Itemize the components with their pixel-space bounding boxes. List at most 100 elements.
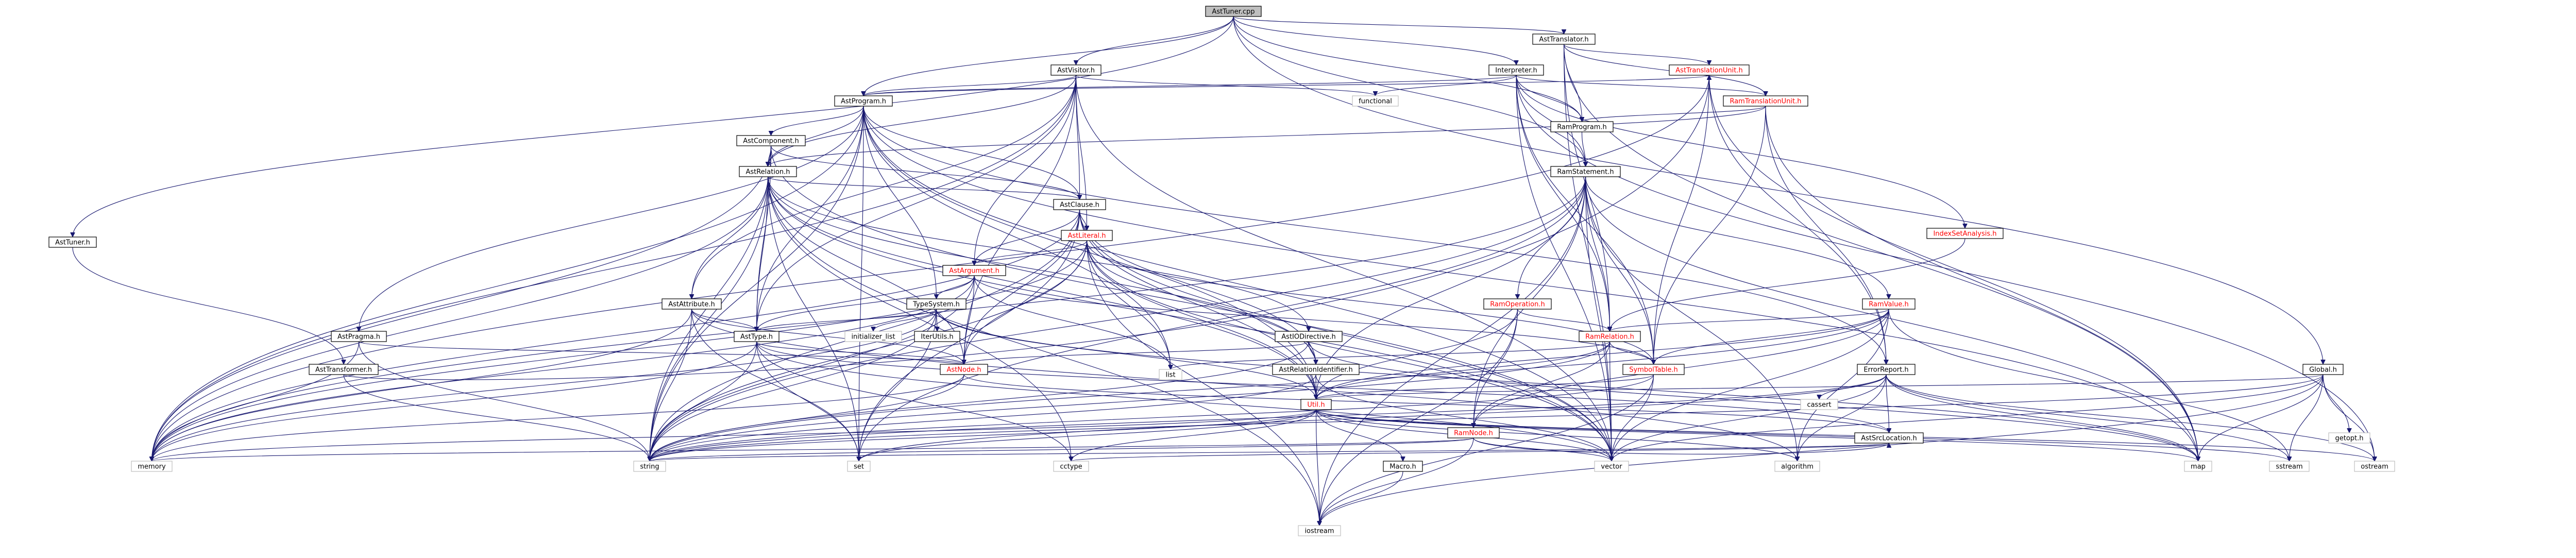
node-box — [1272, 364, 1360, 375]
node-label: AstAttribute.h — [668, 301, 715, 309]
node-AstTransformer_h[interactable]: AstTransformer.h — [309, 364, 379, 375]
edge-AstComponent_h-to-memory — [152, 145, 772, 461]
node-AstRelationIdentifier_h[interactable]: AstRelationIdentifier.h — [1272, 364, 1360, 375]
node-Global_h[interactable]: Global.h — [2302, 364, 2344, 375]
edge-AstClause_h-to-vector — [1079, 209, 1612, 461]
node-AstClause_h[interactable]: AstClause.h — [1053, 199, 1106, 210]
node-IterUtils_h[interactable]: IterUtils.h — [914, 331, 960, 342]
node-ostream: ostream — [2354, 461, 2395, 472]
edge-RamOperation_h-to-RamRelation_h — [1517, 309, 1610, 332]
node-box — [847, 461, 871, 472]
node-cctype: cctype — [1053, 461, 1089, 472]
node-box — [1723, 95, 1808, 107]
node-RamValue_h[interactable]: RamValue.h — [1862, 298, 1916, 310]
node-RamRelation_h[interactable]: RamRelation.h — [1579, 331, 1641, 342]
edge-TypeSystem_h-to-memory — [152, 309, 937, 461]
node-AstAttribute_h[interactable]: AstAttribute.h — [662, 298, 722, 310]
edge-Util_h-to-map — [1315, 409, 2198, 462]
edge-AstLiteral_h-to-string — [650, 240, 1088, 461]
node-RamNode_h[interactable]: RamNode.h — [1447, 427, 1500, 438]
node-AstTuner_cpp[interactable]: AstTuner.cpp — [1205, 6, 1262, 17]
node-box — [1926, 228, 2004, 239]
node-box — [1275, 331, 1343, 342]
edge-RamRelation_h-to-list — [1171, 341, 1611, 370]
edge-RamValue_h-to-sstream — [1888, 309, 2290, 461]
node-AstNode_h[interactable]: AstNode.h — [940, 364, 988, 375]
node-AstTranslationUnit_h[interactable]: AstTranslationUnit.h — [1669, 64, 1750, 76]
edge-Global_h-to-vector — [1612, 374, 2324, 461]
edge-AstAttribute_h-to-memory — [152, 309, 692, 461]
node-label: AstTransformer.h — [315, 366, 372, 374]
node-Macro_h[interactable]: Macro.h — [1383, 461, 1423, 472]
node-AstComponent_h[interactable]: AstComponent.h — [736, 135, 806, 146]
edge-AstArgument_h-to-memory — [152, 275, 975, 461]
node-label: AstProgram.h — [841, 98, 886, 106]
node-box — [48, 236, 97, 248]
edge-AstProgram_h-to-AstComponent_h — [771, 106, 864, 136]
edge-AstPragma_h-to-memory — [152, 341, 360, 461]
edge-AstClause_h-to-memory — [152, 209, 1080, 461]
node-AstArgument_h[interactable]: AstArgument.h — [942, 265, 1006, 276]
node-SymbolTable_h[interactable]: SymbolTable.h — [1622, 364, 1685, 375]
edge-AstTranslationUnit_h-to-map — [1708, 75, 2198, 461]
node-label: AstRelation.h — [745, 168, 790, 176]
node-box — [662, 298, 722, 310]
edge-AstClause_h-to-set — [859, 209, 1080, 461]
edge-RamValue_h-to-SymbolTable_h — [1654, 309, 1889, 364]
node-label: getopt.h — [2335, 435, 2363, 443]
node-RamStatement_h[interactable]: RamStatement.h — [1550, 166, 1621, 177]
node-getopt_h: getopt.h — [2328, 432, 2370, 444]
edge-AstLiteral_h-to-iostream — [1086, 240, 1320, 526]
node-vector: vector — [1594, 461, 1629, 472]
edge-Interpreter_h-to-SymbolTable_h — [1516, 75, 1654, 364]
node-box — [2302, 364, 2344, 375]
edge-Interpreter_h-to-IndexSetAnalysis_h — [1516, 75, 1965, 228]
edge-RamTranslationUnit_h-to-AstRelation_h — [768, 106, 1766, 167]
edge-RamRelation_h-to-string — [650, 341, 1611, 461]
node-AstVisitor_h[interactable]: AstVisitor.h — [1050, 64, 1101, 76]
node-box — [1550, 121, 1614, 132]
node-label: list — [1165, 371, 1175, 379]
node-list: list — [1159, 369, 1182, 380]
node-box — [734, 331, 779, 342]
node-RamOperation_h[interactable]: RamOperation.h — [1483, 298, 1552, 310]
edge-AstVisitor_h-to-AstArgument_h — [974, 75, 1077, 265]
node-label: AstTuner.h — [55, 239, 90, 247]
node-RamTranslationUnit_h[interactable]: RamTranslationUnit.h — [1723, 95, 1808, 107]
edge-ErrorReport_h-to-vector — [1612, 374, 1887, 461]
edge-AstClause_h-to-Util_h — [1079, 209, 1316, 399]
edge-AstLiteral_h-to-AstNode_h — [964, 240, 1088, 364]
edge-AstTuner_cpp-to-AstVisitor_h — [1076, 16, 1234, 65]
edge-AstIODirective_h-to-string — [650, 341, 1309, 461]
node-AstLiteral_h[interactable]: AstLiteral.h — [1061, 230, 1113, 241]
node-box — [1205, 6, 1262, 17]
node-Util_h[interactable]: Util.h — [1300, 399, 1332, 410]
node-IndexSetAnalysis_h[interactable]: IndexSetAnalysis.h — [1926, 228, 2004, 239]
node-AstType_h[interactable]: AstType.h — [734, 331, 779, 342]
node-AstIODirective_h[interactable]: AstIODirective.h — [1275, 331, 1343, 342]
edge-AstRelation_h-to-AstAttribute_h — [692, 176, 769, 299]
edge-AstTranslationUnit_h-to-SymbolTable_h — [1654, 75, 1710, 364]
node-AstPragma_h[interactable]: AstPragma.h — [331, 331, 387, 342]
edge-SymbolTable_h-to-Util_h — [1316, 374, 1654, 400]
node-AstTranslator_h[interactable]: AstTranslator.h — [1532, 33, 1596, 45]
edge-RamNode_h-to-string — [650, 437, 1474, 462]
edge-AstLiteral_h-to-vector — [1086, 240, 1612, 461]
node-AstSrcLocation_h[interactable]: AstSrcLocation.h — [1854, 432, 1924, 444]
node-AstProgram_h[interactable]: AstProgram.h — [834, 95, 893, 107]
edge-Global_h-to-Util_h — [1316, 374, 2324, 400]
edge-Util_h-to-set — [859, 409, 1317, 462]
edge-RamNode_h-to-memory — [152, 437, 1474, 461]
node-label: AstArgument.h — [949, 267, 999, 275]
node-AstRelation_h[interactable]: AstRelation.h — [739, 166, 797, 177]
node-AstTuner_h[interactable]: AstTuner.h — [48, 236, 97, 248]
node-RamProgram_h[interactable]: RamProgram.h — [1550, 121, 1614, 132]
node-label: AstClause.h — [1060, 201, 1099, 209]
node-box — [844, 331, 902, 342]
node-TypeSystem_h[interactable]: TypeSystem.h — [906, 298, 967, 310]
node-box — [1862, 298, 1916, 310]
edge-AstComponent_h-to-AstClause_h — [770, 145, 1080, 200]
node-Interpreter_h[interactable]: Interpreter.h — [1488, 64, 1544, 76]
node-ErrorReport_h[interactable]: ErrorReport.h — [1857, 364, 1916, 375]
node-cassert: cassert — [1800, 399, 1838, 410]
